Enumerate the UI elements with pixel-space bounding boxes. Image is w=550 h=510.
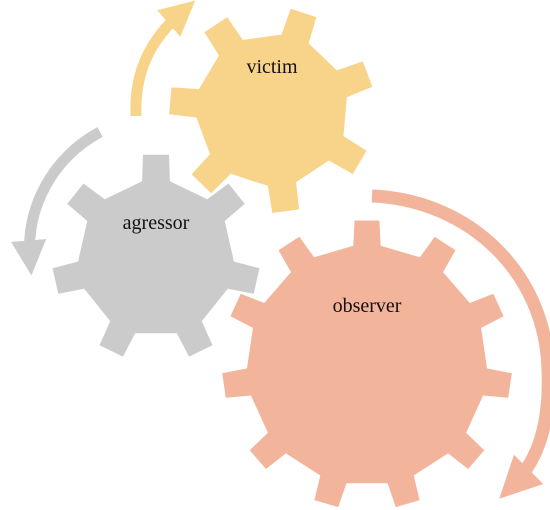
observer-arrow — [371, 189, 550, 499]
observer-gear — [222, 220, 512, 508]
observer-label: observer — [333, 295, 402, 317]
victim-arrow — [130, 0, 196, 117]
agressor-arrow — [11, 127, 103, 276]
agressor-gear — [52, 154, 260, 357]
agressor-label: agressor — [123, 212, 190, 234]
victim-label: victim — [246, 56, 298, 78]
victim-gear — [169, 8, 373, 214]
